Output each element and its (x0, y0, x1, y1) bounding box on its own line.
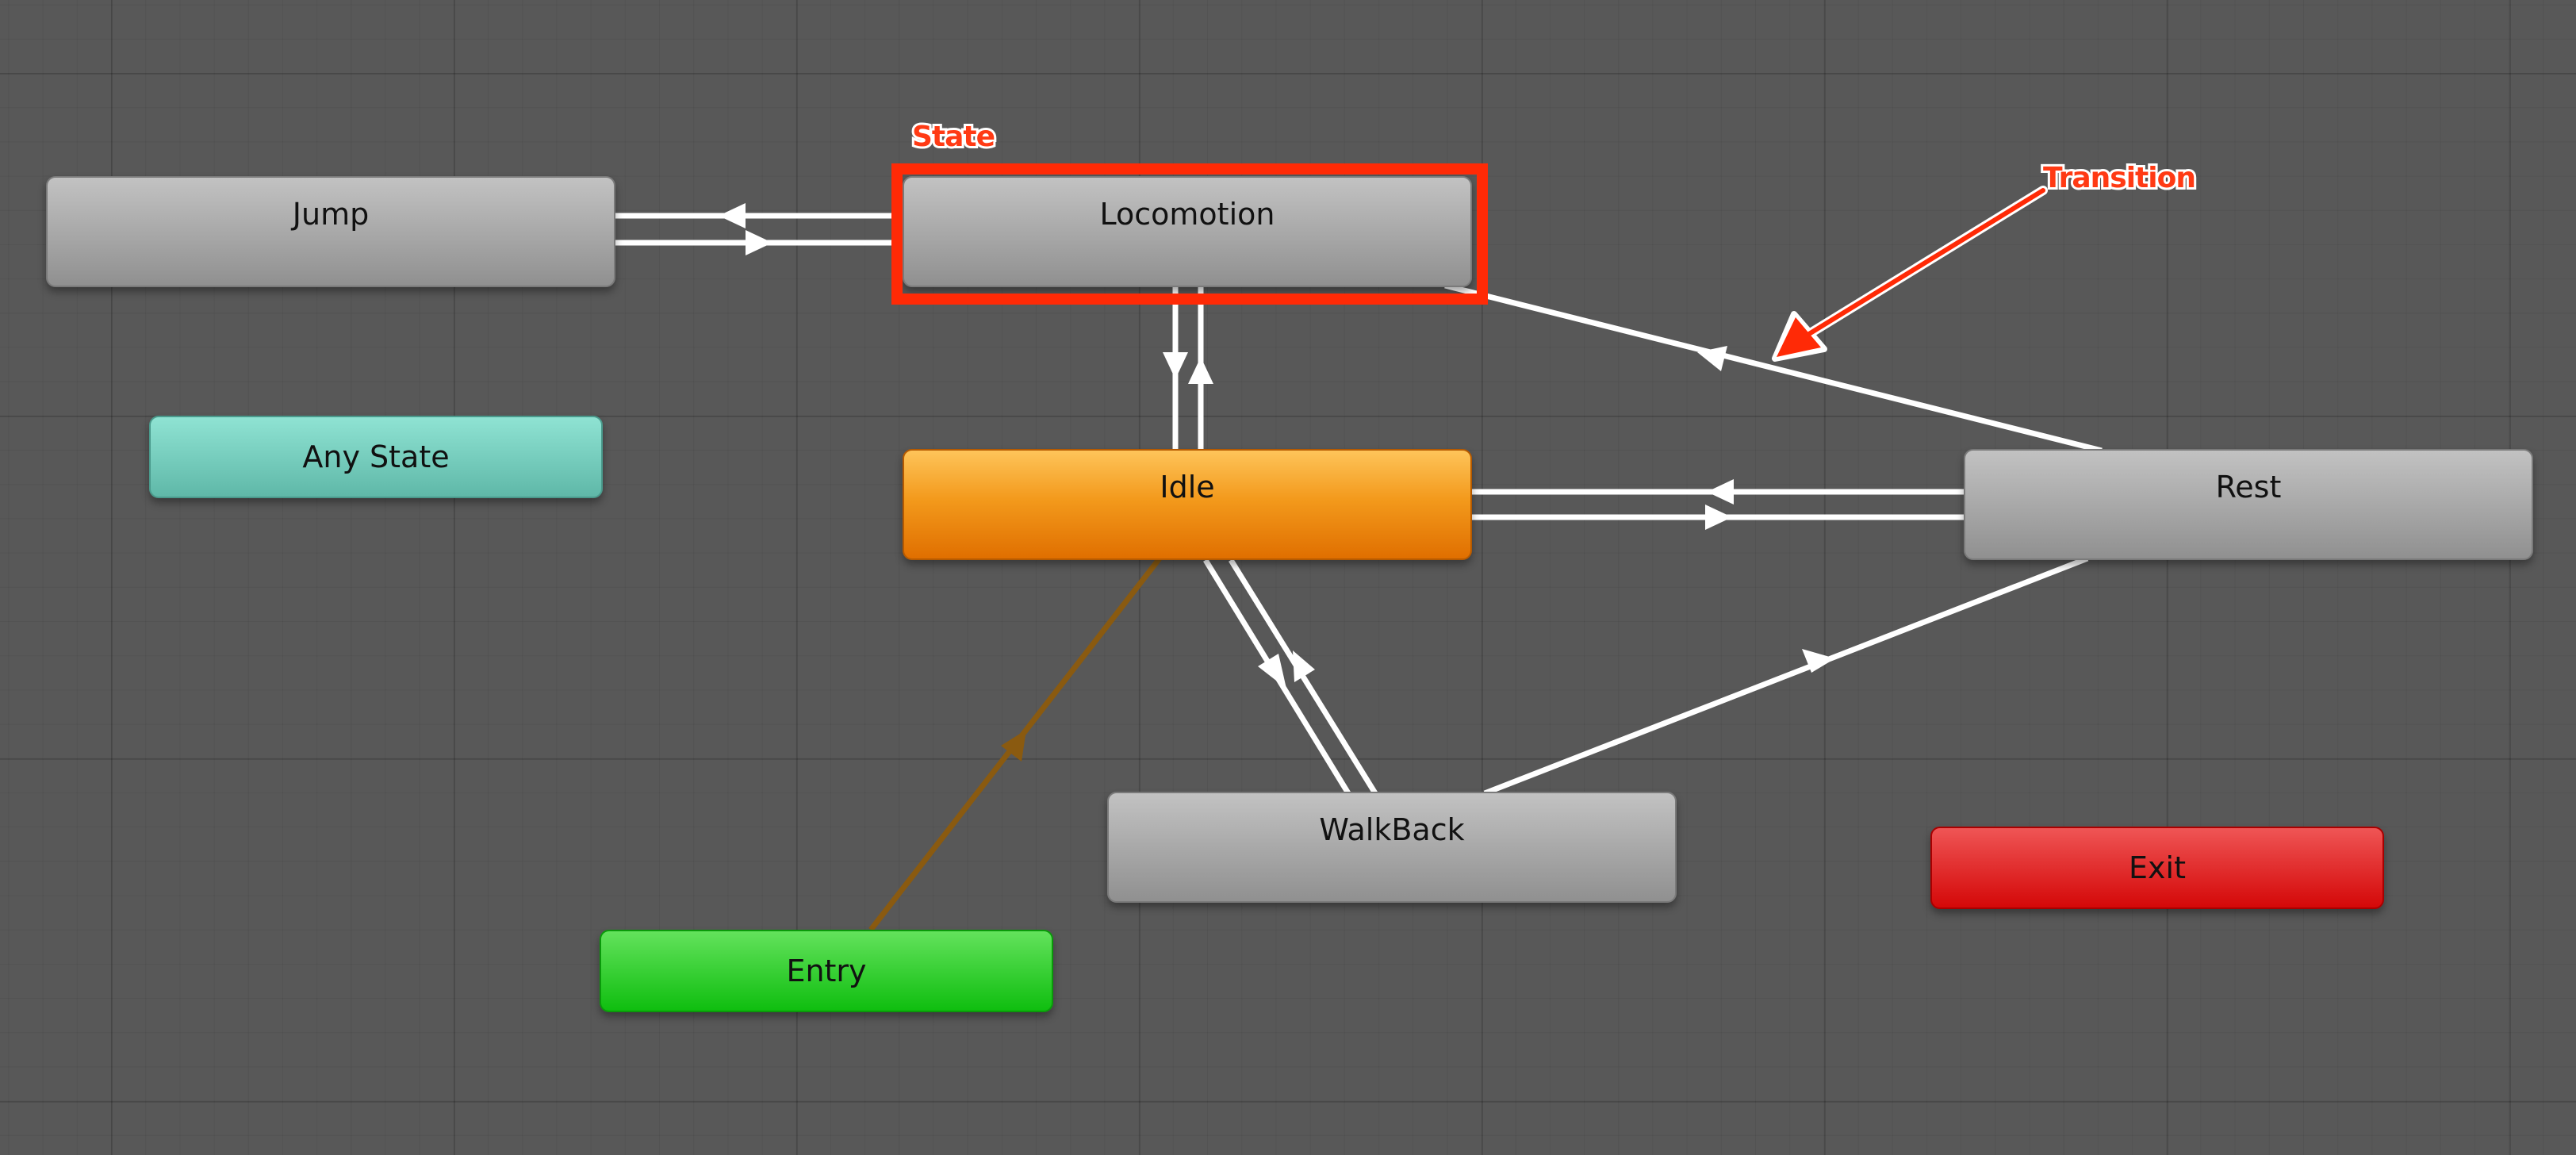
arrowhead-diagonal-icon (1258, 654, 1286, 689)
transition-idle-to-locomotion[interactable] (1188, 287, 1213, 452)
state-node-locomotion[interactable]: Locomotion (903, 176, 1472, 287)
any-state-node[interactable]: Any State (149, 416, 603, 498)
transition-locomotion-to-jump[interactable] (615, 203, 895, 228)
arrowhead-diagonal-icon (1697, 346, 1727, 371)
arrowhead-diagonal-icon (1802, 649, 1835, 673)
state-node-idle[interactable]: Idle (903, 449, 1472, 560)
arrowhead-left-icon (1707, 479, 1734, 505)
transition-jump-to-locomotion[interactable] (615, 230, 895, 255)
arrowhead-right-icon (746, 230, 772, 255)
arrowhead-diagonal-icon (1293, 650, 1315, 682)
transition-entry-to-idle[interactable] (868, 556, 1162, 932)
transition-rest-to-idle[interactable] (1469, 479, 1965, 505)
transition-walkback-to-idle[interactable] (1229, 558, 1378, 795)
transition-walkback-to-rest[interactable] (1483, 555, 2089, 796)
arrowhead-down-icon (1163, 352, 1188, 379)
arrowhead-left-icon (719, 203, 746, 228)
annotation-arrow (1772, 186, 2048, 362)
transition-locomotion-to-idle[interactable] (1163, 287, 1188, 452)
arrowhead-diagonal-icon (1001, 730, 1026, 762)
state-node-jump[interactable]: Jump (46, 176, 615, 287)
arrowhead-right-icon (1705, 505, 1732, 530)
entry-node[interactable]: Entry (600, 930, 1053, 1012)
transition-idle-to-walkback[interactable] (1203, 558, 1351, 795)
arrowhead-up-icon (1188, 357, 1213, 384)
exit-node[interactable]: Exit (1930, 827, 2384, 909)
state-node-walkback[interactable]: WalkBack (1107, 792, 1677, 903)
state-node-rest[interactable]: Rest (1964, 449, 2533, 560)
transition-rest-to-locomotion[interactable] (1444, 282, 2103, 454)
annotation-label-state: State (910, 118, 998, 155)
transition-idle-to-rest[interactable] (1469, 505, 1965, 530)
annotation-label-transition: Transition (2041, 159, 2198, 197)
